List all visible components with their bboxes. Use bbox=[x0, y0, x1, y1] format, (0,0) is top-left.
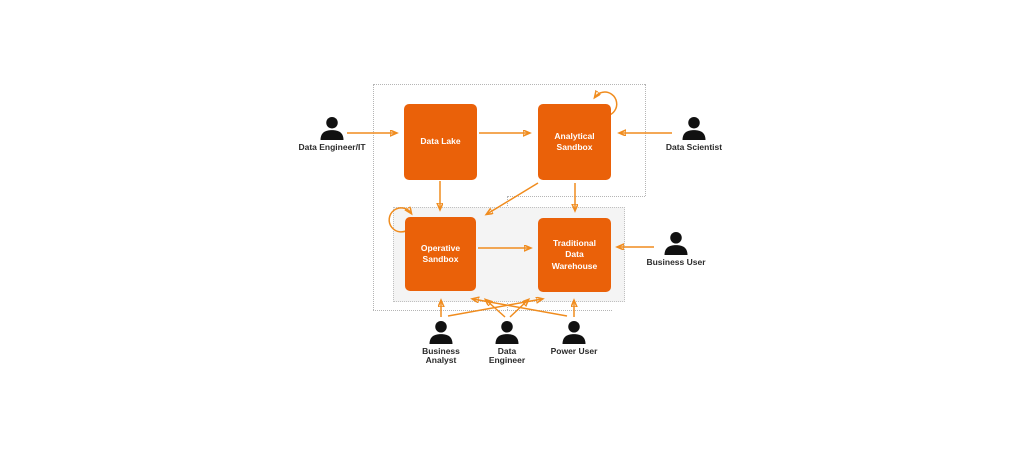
arrow-operative-selfloop bbox=[388, 208, 411, 233]
arrow-sandbox-to-operative bbox=[487, 182, 539, 214]
partition-border-horizontal bbox=[507, 196, 645, 197]
outer-zone-border-top bbox=[373, 84, 645, 85]
box-data-lake: Data Lake bbox=[404, 104, 477, 180]
box-traditional-dw: Traditional Data Warehouse bbox=[538, 218, 611, 292]
actor-data-engineer-it: Data Engineer/IT bbox=[287, 117, 377, 152]
person-icon bbox=[664, 232, 688, 255]
outer-zone-border-left bbox=[373, 84, 374, 310]
actor-power-user: Power User bbox=[550, 321, 598, 356]
person-icon bbox=[495, 321, 519, 344]
person-icon bbox=[320, 117, 344, 140]
actor-label: Business User bbox=[646, 257, 706, 267]
actor-label: Data Engineer/IT bbox=[298, 142, 366, 152]
actor-data-engineer: Data Engineer bbox=[483, 321, 531, 366]
person-icon bbox=[682, 117, 706, 140]
person-icon bbox=[429, 321, 453, 344]
person-icon bbox=[562, 321, 586, 344]
actor-business-user: Business User bbox=[631, 232, 721, 267]
actor-label: Data Engineer bbox=[488, 346, 526, 366]
arrow-dataengineer-to-warehouse bbox=[509, 300, 528, 318]
outer-zone-border-bottom bbox=[373, 310, 612, 311]
box-analytical-sandbox: Analytical Sandbox bbox=[538, 104, 611, 180]
arrow-dataengineer-to-operative bbox=[486, 300, 506, 318]
box-operative-sandbox: Operative Sandbox bbox=[405, 217, 476, 291]
actor-label: Power User bbox=[550, 346, 598, 356]
actor-label: Data Scientist bbox=[665, 142, 723, 152]
outer-zone-border-right bbox=[645, 84, 646, 196]
actor-data-scientist: Data Scientist bbox=[649, 117, 739, 152]
actor-label: Business Analyst bbox=[422, 346, 460, 366]
actor-business-analyst: Business Analyst bbox=[417, 321, 465, 366]
